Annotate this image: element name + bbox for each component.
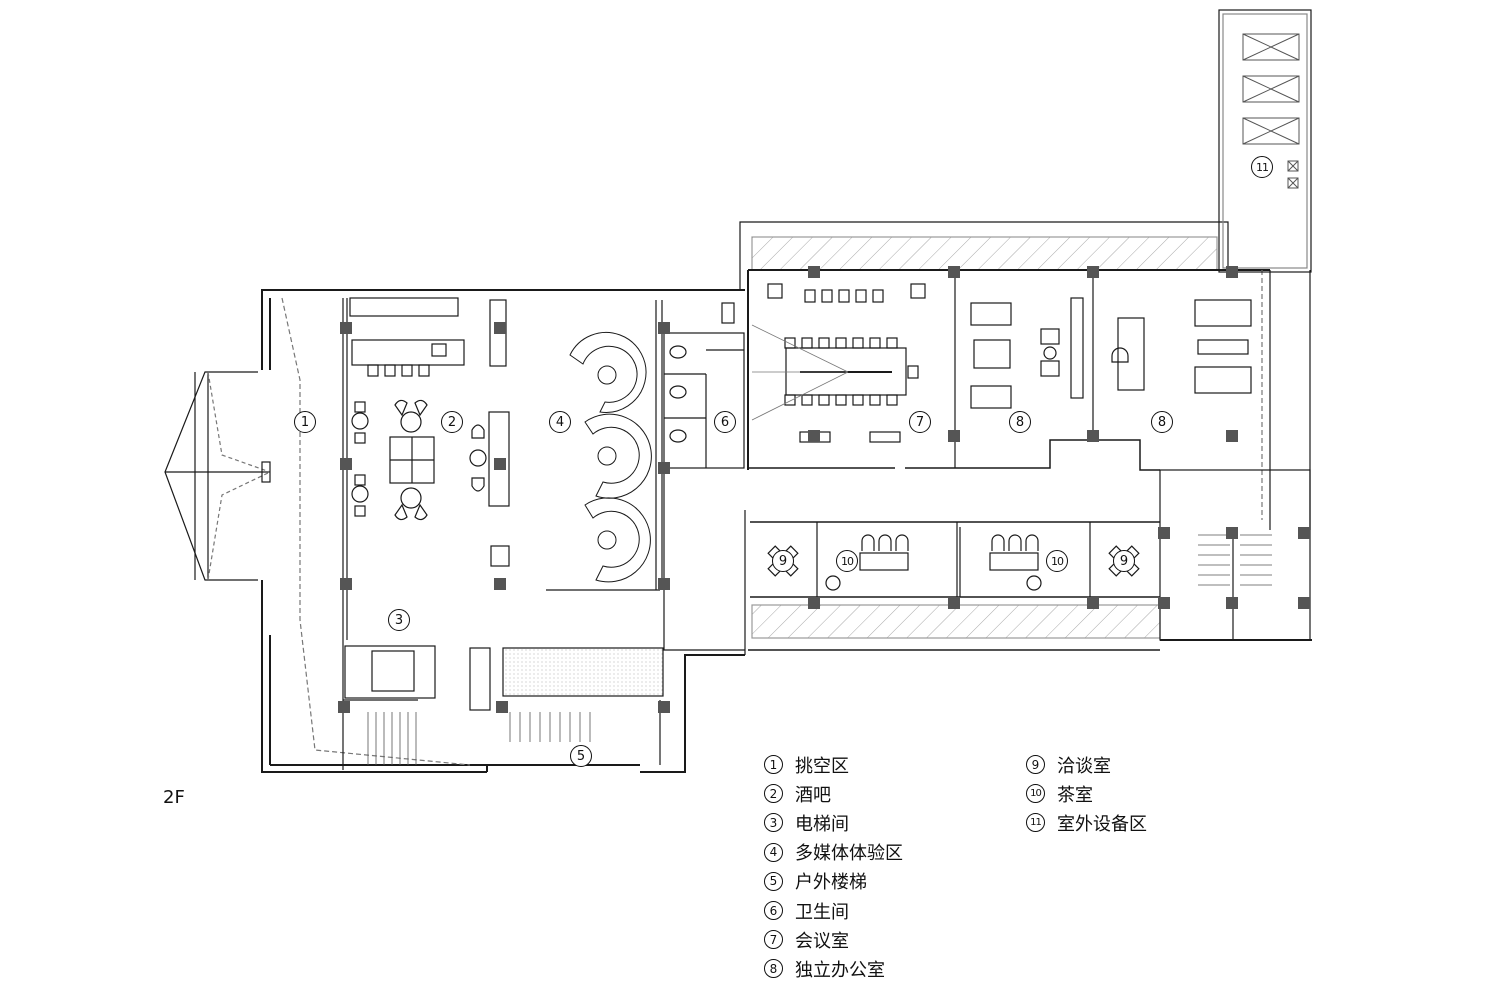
legend-number: 8 [764, 959, 783, 979]
room-marker: 10 [1046, 550, 1068, 572]
legend-item: 7 会议室 [764, 925, 903, 954]
legend-label: 电梯间 [795, 813, 849, 835]
legend-label: 卫生间 [795, 901, 849, 923]
room-marker: 9 [772, 550, 794, 572]
legend-label: 独立办公室 [795, 959, 885, 981]
legend-item: 9 洽谈室 [1026, 750, 1147, 779]
room-marker: 11 [1251, 156, 1273, 178]
legend-number: 11 [1026, 813, 1045, 833]
negotiation-tables [767, 545, 1140, 577]
legend-item: 3 电梯间 [764, 808, 903, 837]
legend-item: 8 独立办公室 [764, 954, 903, 983]
legend-item: 5 户外楼梯 [764, 867, 903, 896]
restroom-block [663, 302, 745, 651]
legend-column-2: 9 洽谈室 10 茶室 11 室外设备区 [1026, 750, 1147, 838]
equipment-units [1242, 33, 1300, 189]
legend-number: 2 [764, 784, 783, 804]
legend-label: 会议室 [795, 930, 849, 952]
room-marker: 5 [570, 745, 592, 767]
legend-number: 3 [764, 813, 783, 833]
legend-number: 5 [764, 871, 783, 891]
legend-item: 2 酒吧 [764, 779, 903, 808]
meeting-chairs [784, 289, 919, 406]
legend-item: 6 卫生间 [764, 896, 903, 925]
legend-label: 挑空区 [795, 755, 849, 777]
room-marker: 10 [836, 550, 858, 572]
multimedia-room [546, 300, 663, 591]
room-marker: 1 [294, 411, 316, 433]
east-wing [739, 221, 1311, 530]
bar-room [342, 297, 510, 770]
legend-number: 7 [764, 930, 783, 950]
legend-item: 4 多媒体体验区 [764, 838, 903, 867]
legend-item: 1 挑空区 [764, 750, 903, 779]
outer-walls-left [261, 289, 745, 773]
room-marker: 2 [441, 411, 463, 433]
legend-label: 洽谈室 [1057, 755, 1111, 777]
room-marker: 9 [1113, 550, 1135, 572]
elevator-lobby [343, 645, 745, 773]
legend-item: 11 室外设备区 [1026, 808, 1147, 837]
south-corridor [744, 469, 1312, 655]
room-marker: 3 [388, 609, 410, 631]
equipment-yard [1218, 9, 1312, 273]
lounge-seating [351, 399, 487, 521]
legend-label: 多媒体体验区 [795, 843, 903, 865]
room-marker: 8 [1009, 411, 1031, 433]
balcony-projection [164, 371, 271, 581]
legend-number: 1 [764, 755, 783, 775]
room-marker: 8 [1151, 411, 1173, 433]
legend-label: 室外设备区 [1057, 813, 1147, 835]
room-marker: 4 [549, 411, 571, 433]
room-marker: 6 [714, 411, 736, 433]
legend-number: 4 [764, 842, 783, 862]
legend-item: 10 茶室 [1026, 779, 1147, 808]
legend-number: 9 [1026, 755, 1045, 775]
legend-label: 户外楼梯 [795, 872, 867, 894]
bar-stools [367, 364, 430, 377]
floor-level-label: 2F [163, 787, 185, 808]
legend-label: 茶室 [1057, 784, 1093, 806]
legend-number: 10 [1026, 784, 1045, 804]
curved-seats [569, 331, 652, 583]
structural-columns [338, 266, 1310, 713]
legend-number: 6 [764, 901, 783, 921]
legend-label: 酒吧 [795, 784, 831, 806]
room-marker: 7 [909, 411, 931, 433]
